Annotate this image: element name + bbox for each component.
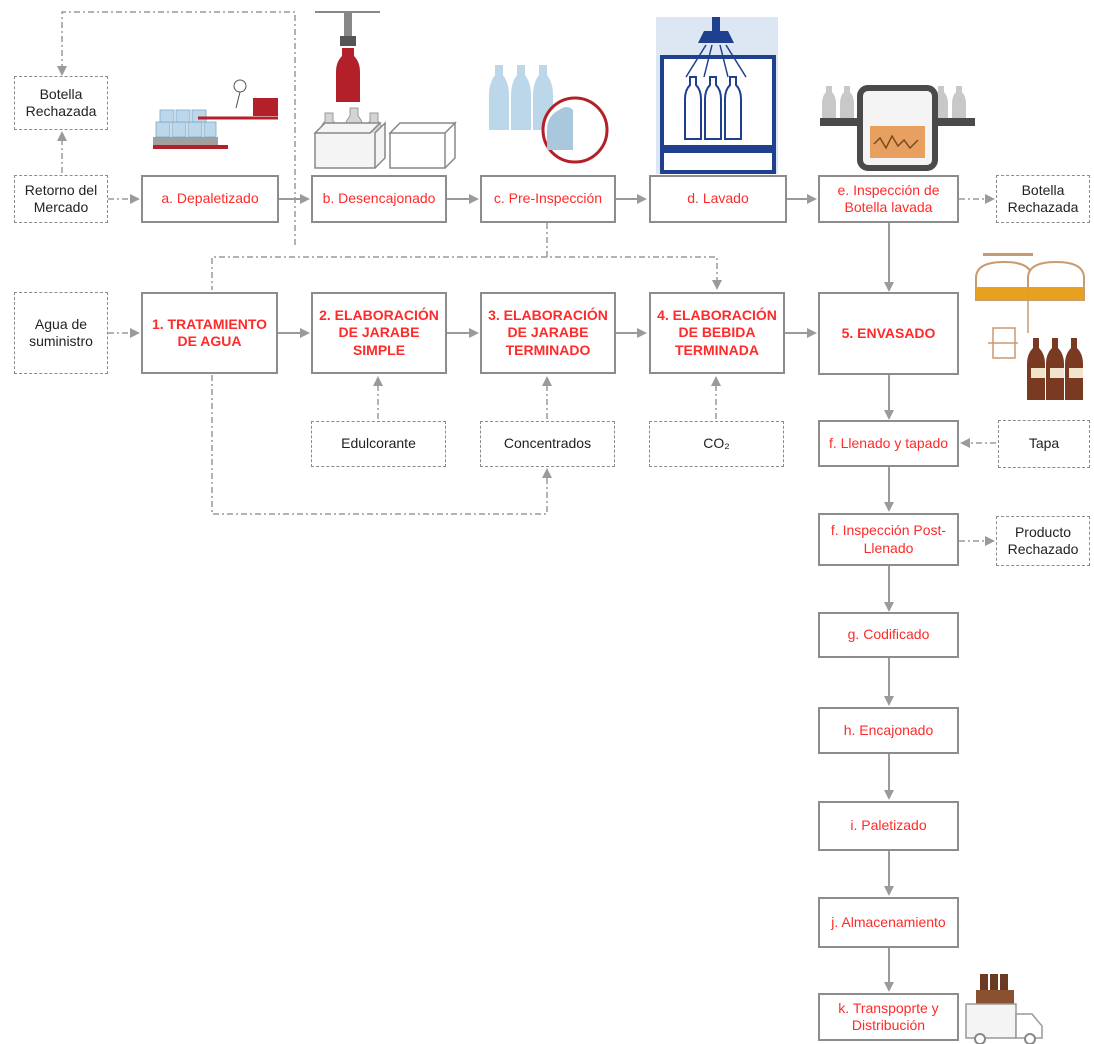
step-3-jarabe-terminado: 3. ELABORACIÓN DE JARABE TERMINADO xyxy=(480,292,616,374)
inspection-icon xyxy=(820,85,975,171)
step-2-jarabe-simple: 2. ELABORACIÓN DE JARABE SIMPLE xyxy=(311,292,447,374)
input-agua: Agua de suministro xyxy=(14,292,108,374)
step-a-depaletizado: a. Depaletizado xyxy=(141,175,279,223)
input-tapa: Tapa xyxy=(998,420,1090,468)
step-k-transporte: k. Transpoprte y Distribución xyxy=(818,993,959,1041)
step-d-lavado: d. Lavado xyxy=(649,175,787,223)
filler-icon xyxy=(975,253,1085,400)
decaser-icon xyxy=(313,11,457,169)
step-e-inspeccion: e. Inspección de Botella lavada xyxy=(818,175,959,223)
step-c-preinspeccion: c. Pre-Inspección xyxy=(480,175,616,223)
washer-icon xyxy=(656,17,778,174)
step-j-almacenamiento: j. Almacenamiento xyxy=(818,897,959,948)
reject-bottle-right: Botella Rechazada xyxy=(996,175,1090,223)
pre-inspection-icon xyxy=(489,65,609,164)
input-concentrados: Concentrados xyxy=(480,421,615,467)
step-1-tratamiento-agua: 1. TRATAMIENTO DE AGUA xyxy=(141,292,278,374)
truck-icon xyxy=(965,974,1043,1044)
input-retorno: Retorno del Mercado xyxy=(14,175,108,223)
step-i-paletizado: i. Paletizado xyxy=(818,801,959,851)
depaletizer-icon xyxy=(153,79,278,149)
step-b-desencajonado: b. Desencajonado xyxy=(311,175,447,223)
step-h-encajonado: h. Encajonado xyxy=(818,707,959,754)
input-edulcorante: Edulcorante xyxy=(311,421,446,467)
step-g-codificado: g. Codificado xyxy=(818,612,959,658)
step-f-inspeccion-post: f. Inspección Post-Llenado xyxy=(818,513,959,566)
reject-product: Producto Rechazado xyxy=(996,516,1090,566)
input-co2: CO₂ xyxy=(649,421,784,467)
step-f-llenado: f. Llenado y tapado xyxy=(818,420,959,467)
step-4-bebida-terminada: 4. ELABORACIÓN DE BEBIDA TERMINADA xyxy=(649,292,785,374)
reject-bottle-top: Botella Rechazada xyxy=(14,76,108,130)
step-5-envasado: 5. ENVASADO xyxy=(818,292,959,375)
